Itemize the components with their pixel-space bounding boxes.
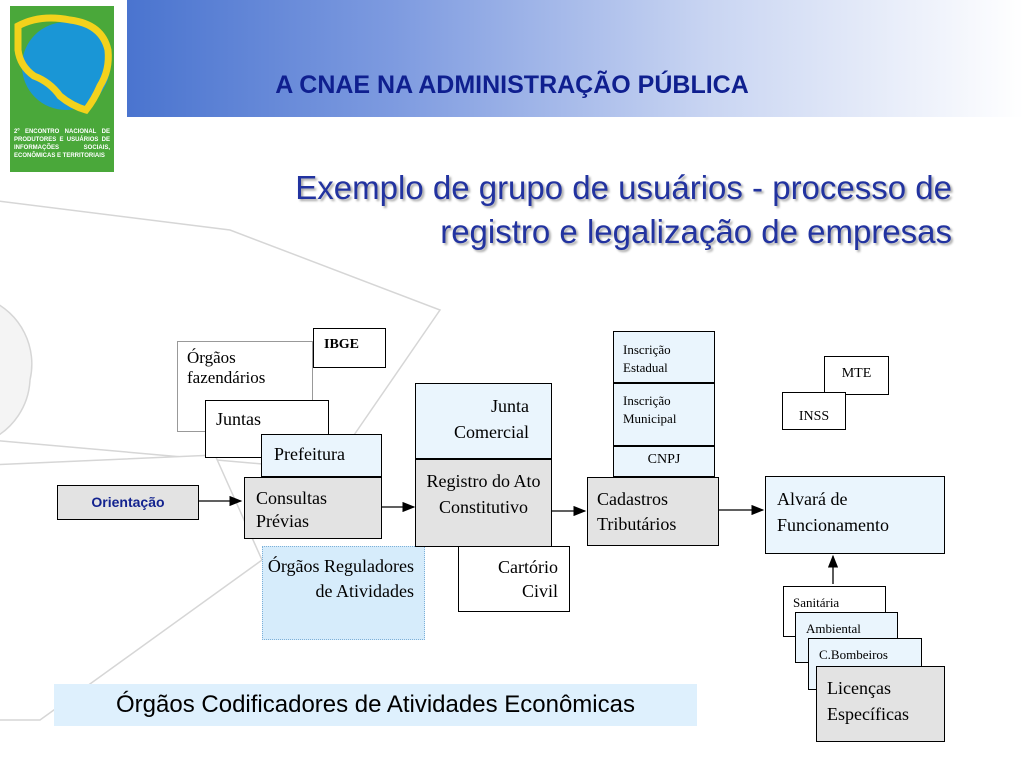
consultas-previas-box: Consultas Prévias [244, 477, 382, 539]
mte-box: MTE [824, 356, 889, 395]
codificadores-banner: Órgãos Codificadores de Atividades Econô… [54, 684, 697, 726]
slide-subtitle: Exemplo de grupo de usuários - processo … [132, 166, 952, 254]
subtitle-line-2: registro e legalização de empresas [440, 213, 952, 250]
licencas-especificas-box: Licenças Específicas [816, 666, 945, 742]
junta-comercial-box: Junta Comercial [415, 383, 552, 459]
subtitle-line-1: Exemplo de grupo de usuários - processo … [295, 169, 952, 206]
registro-ato-box: Registro do Ato Constitutivo [415, 459, 552, 547]
cnpj-box: CNPJ [613, 446, 715, 477]
event-logo: 2º ENCONTRO NACIONAL DE PRODUTORES E USU… [10, 6, 114, 172]
cadastros-tributarios-box: Cadastros Tributários [587, 477, 719, 546]
prefeitura-box: Prefeitura [261, 434, 382, 477]
inscricao-municipal-box: Inscrição Municipal [613, 383, 715, 446]
header-band [127, 0, 1024, 117]
page-title: A CNAE NA ADMINISTRAÇÃO PÚBLICA [275, 71, 749, 99]
ibge-box: IBGE [313, 328, 386, 368]
alvara-funcionamento-box: Alvará de Funcionamento [765, 476, 945, 554]
inscricao-estadual-box: Inscrição Estadual [613, 331, 715, 383]
brazil-map-icon [14, 14, 112, 115]
inss-box: INSS [782, 392, 846, 430]
cartorio-civil-box: Cartório Civil [458, 546, 570, 612]
logo-text: 2º ENCONTRO NACIONAL DE PRODUTORES E USU… [14, 129, 110, 159]
orientacao-box: Orientação [57, 485, 199, 520]
orgaos-reguladores-box: Órgãos Reguladores de Atividades [262, 546, 425, 640]
